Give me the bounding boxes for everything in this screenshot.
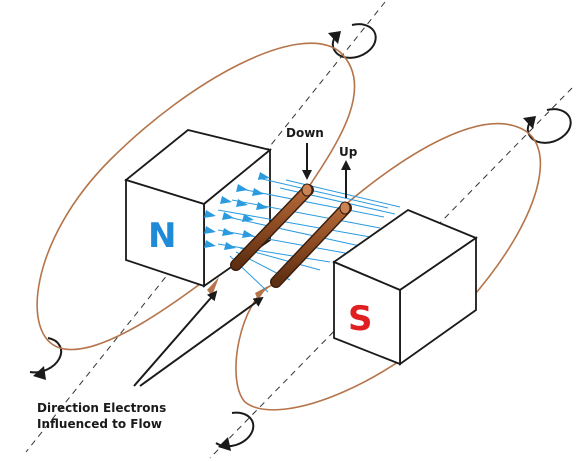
south-magnet bbox=[332, 208, 478, 366]
caption-line-1: Direction Electrons bbox=[37, 401, 166, 415]
flux-arrow-icons bbox=[204, 172, 270, 250]
caption-line-2: Influenced to Flow bbox=[37, 417, 162, 431]
rotation-arrow-icon-top-left bbox=[328, 23, 377, 59]
north-magnet bbox=[124, 129, 272, 288]
conductor-up bbox=[270, 201, 352, 288]
rotation-arrow-icon-bottom-right bbox=[215, 411, 255, 451]
up-label: Up bbox=[339, 145, 358, 159]
pointer-arrow-icon-2 bbox=[139, 296, 264, 387]
conductor-down bbox=[230, 183, 314, 271]
pointer-arrow-icon-1 bbox=[133, 290, 218, 387]
rotation-arrow-icon-bottom-left bbox=[29, 337, 63, 380]
down-label: Down bbox=[286, 126, 324, 140]
left-loop-line bbox=[36, 42, 356, 351]
south-pole-label: S bbox=[348, 299, 373, 339]
north-pole-label: N bbox=[148, 216, 176, 256]
